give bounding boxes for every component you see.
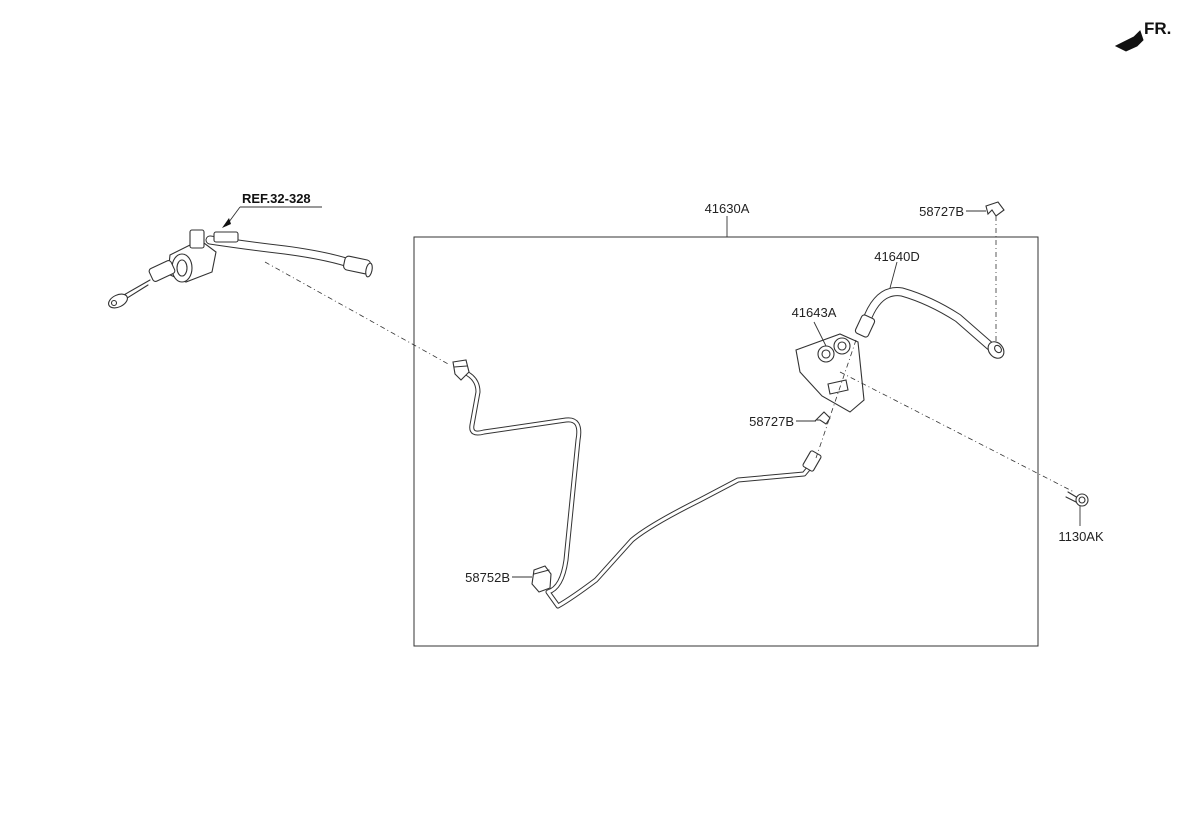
part-label-41630A[interactable]: 41630A bbox=[705, 201, 750, 216]
part-58727B-top-clip[interactable]: 58727B bbox=[919, 201, 1005, 342]
part-41640D-hose[interactable]: 41640D bbox=[854, 249, 1007, 361]
part-label-1130AK[interactable]: 1130AK bbox=[1058, 529, 1104, 544]
assembly-frame bbox=[413, 236, 1039, 647]
front-direction-indicator: FR. bbox=[1114, 19, 1171, 52]
clutch-master-cylinder bbox=[108, 229, 373, 309]
part-58752B-clip[interactable]: 58752B bbox=[465, 565, 552, 593]
arrow-forward-icon bbox=[1114, 30, 1144, 52]
direction-label: FR. bbox=[1144, 19, 1171, 38]
reference-arrow-icon bbox=[222, 218, 231, 228]
connection-line-hose-to-tube bbox=[815, 339, 857, 459]
part-41643A-bracket[interactable]: 41643A bbox=[792, 305, 865, 413]
part-1130AK-bolt[interactable]: 1130AK bbox=[839, 371, 1104, 544]
part-58727B-middle-clip[interactable]: 58727B bbox=[749, 411, 831, 429]
part-label-58727B-top[interactable]: 58727B bbox=[919, 204, 964, 219]
reference-label[interactable]: REF.32-328 bbox=[242, 191, 311, 206]
reference-callout[interactable]: REF.32-328 bbox=[222, 191, 322, 228]
part-label-58752B[interactable]: 58752B bbox=[465, 570, 510, 585]
part-label-41640D[interactable]: 41640D bbox=[874, 249, 920, 264]
part-label-41643A[interactable]: 41643A bbox=[792, 305, 837, 320]
connection-line-master-to-tube bbox=[264, 261, 451, 366]
clutch-tube bbox=[452, 359, 822, 609]
part-label-58727B-middle[interactable]: 58727B bbox=[749, 414, 794, 429]
